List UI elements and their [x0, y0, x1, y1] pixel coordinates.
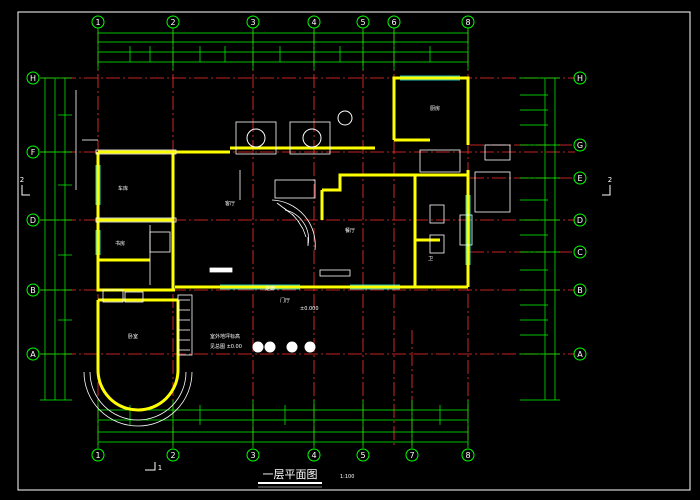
grid-label-left-a: A	[30, 350, 36, 359]
section-mark-bottom: 1	[158, 464, 162, 472]
section-mark-left: 2	[20, 176, 24, 184]
vertical-grid-lines	[97, 30, 469, 445]
grid-bubbles-right: H G E D C B A	[573, 71, 587, 361]
grid-label-bottom-8: 8	[465, 451, 470, 460]
grid-label-top-3: 3	[250, 18, 255, 27]
section-mark-right: 2	[608, 176, 612, 184]
drawing-scale: 1:100	[340, 474, 354, 480]
fixtures	[246, 110, 353, 353]
entry-stair	[177, 294, 193, 356]
grid-label-top-5: 5	[360, 18, 365, 27]
grid-label-top-4: 4	[311, 18, 316, 27]
grid-label-right-c: C	[577, 248, 583, 257]
grid-label-bottom-2: 2	[170, 451, 175, 460]
grid-label-top-2: 2	[170, 18, 175, 27]
grid-label-right-h: H	[577, 74, 583, 83]
room-label-garage: 车库	[118, 185, 128, 192]
building-walls	[96, 76, 470, 412]
grid-bubbles-bottom: 1 2 3 4 5 7 8	[91, 448, 475, 462]
grid-label-right-e: E	[577, 174, 582, 183]
grid-label-right-b: B	[577, 286, 583, 295]
room-label-study: 书房	[115, 240, 125, 247]
room-label-bath: 卫	[428, 256, 433, 262]
room-label-kitchen: 厨房	[430, 105, 440, 112]
level-mark: ±0.000	[300, 306, 319, 312]
grid-label-left-f: F	[31, 148, 36, 157]
grid-label-right-a: A	[577, 350, 583, 359]
room-label-corridor: 走廊	[265, 285, 275, 292]
window-lines	[95, 75, 471, 290]
grid-label-top-8: 8	[465, 18, 470, 27]
dimension-lines-top	[97, 28, 469, 70]
grid-label-bottom-4: 4	[311, 451, 316, 460]
grid-bubbles-left: H F D B A	[26, 71, 40, 361]
grid-label-top-1: 1	[95, 18, 100, 27]
grid-label-bottom-3: 3	[250, 451, 255, 460]
room-label-hall: 门厅	[280, 297, 290, 304]
grid-label-bottom-5: 5	[360, 451, 365, 460]
dimension-lines-left	[40, 77, 72, 401]
grid-label-right-g: G	[577, 141, 583, 150]
room-label-dining: 餐厅	[345, 227, 355, 234]
grid-label-left-h: H	[30, 74, 36, 83]
dimension-lines-bottom	[97, 400, 469, 448]
grid-label-bottom-1: 1	[95, 451, 100, 460]
room-label-living: 客厅	[225, 200, 235, 207]
grid-label-left-b: B	[30, 286, 36, 295]
drawing-title: 一层平面图	[263, 468, 318, 481]
room-label-bedroom: 卧室	[128, 333, 138, 340]
grid-label-bottom-7: 7	[409, 451, 414, 460]
site-note-1: 室外地坪标高	[210, 333, 240, 340]
horizontal-grid-lines	[40, 77, 575, 355]
grid-label-top-6: 6	[391, 18, 396, 27]
grid-label-left-d: D	[30, 216, 36, 225]
section-marks	[21, 185, 611, 471]
drawing-frame	[17, 11, 691, 491]
wall-details	[75, 90, 511, 427]
spiral-staircase	[271, 199, 316, 251]
grid-label-right-d: D	[577, 216, 583, 225]
dimension-lines-right	[520, 77, 560, 401]
grid-bubbles-top: 1 2 3 4 5 6 8	[91, 15, 475, 29]
site-note-2: 见总图 ±0.00	[210, 343, 242, 350]
